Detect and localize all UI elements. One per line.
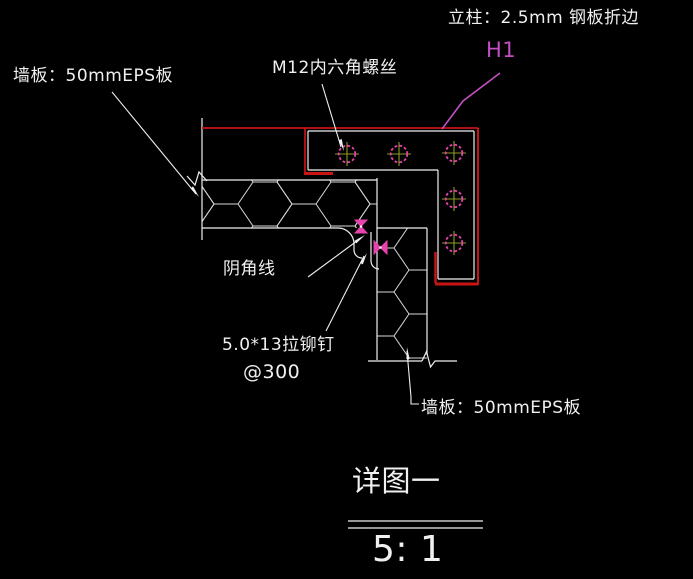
- detail-title: 详图一: [352, 464, 441, 498]
- steel-plate-inner: [307, 130, 475, 280]
- eps-panel-top-hatch: [202, 180, 377, 228]
- leader-wall-top: [111, 91, 197, 195]
- bolt-icon: [442, 231, 466, 255]
- bolt-icons: [335, 141, 466, 255]
- rivet-spacing-label: @300: [243, 361, 301, 383]
- leader-bolt: [321, 83, 342, 148]
- title-underline: [348, 520, 483, 529]
- leader-column-magenta: [441, 72, 501, 130]
- wall-panel-bottom-label: 墙板：50mmEPS板: [421, 398, 582, 418]
- rivet-icon: [353, 219, 369, 234]
- grid-ref-label: H1: [486, 38, 517, 62]
- corner-trim-line: [337, 227, 380, 270]
- leader-corner-line: [307, 237, 362, 278]
- bolt-label: M12内六角螺丝: [272, 58, 398, 78]
- leader-wall-bottom: [406, 350, 419, 405]
- rivet-icons: [353, 219, 388, 256]
- bolt-icon: [387, 142, 411, 166]
- bolt-icon: [442, 141, 466, 165]
- leader-rivet: [325, 255, 365, 332]
- corner-line-label: 阴角线: [223, 259, 276, 279]
- bolt-icon: [335, 142, 359, 166]
- rivet-icon: [373, 239, 388, 256]
- steel-plate-outline: [202, 127, 479, 286]
- break-mark: [186, 170, 208, 187]
- detail-scale: 5: 1: [372, 529, 444, 570]
- bolt-icon: [442, 187, 466, 211]
- rivet-spec-label: 5.0*13拉铆钉: [222, 335, 335, 355]
- leader-lines: [111, 72, 501, 405]
- column-label: 立柱：2.5mm 钢板折边: [448, 8, 640, 28]
- wall-panel-top-label: 墙板：50mmEPS板: [13, 66, 174, 86]
